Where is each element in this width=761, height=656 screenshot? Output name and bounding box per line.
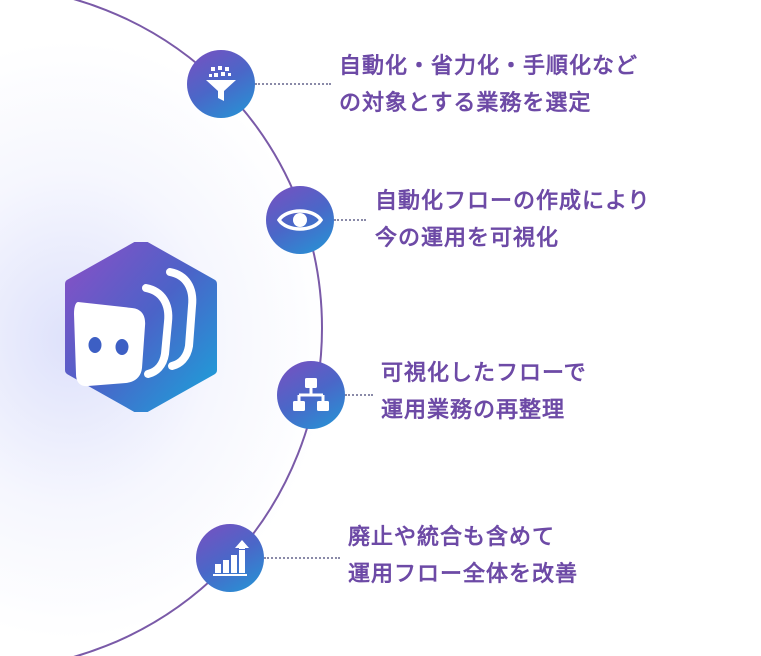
growth-chart-icon xyxy=(196,524,264,592)
step-1-line-1: 自動化・省力化・手順化など xyxy=(339,54,639,79)
funnel-icon xyxy=(187,50,255,118)
step-3-line-1: 可視化したフローで xyxy=(381,361,587,386)
step-1-line-2: の対象とする業務を選定 xyxy=(339,91,592,116)
step-2-line-1: 自動化フローの作成により xyxy=(375,189,651,214)
step-2-text: 自動化フローの作成により 今の運用を可視化 xyxy=(375,183,651,257)
step-4-text: 廃止や統合も含めて 運用フロー全体を改善 xyxy=(348,519,578,593)
connector-line-4 xyxy=(264,557,340,559)
eye-icon xyxy=(266,186,334,254)
step-4-line-1: 廃止や統合も含めて xyxy=(348,525,556,550)
connector-line-3 xyxy=(345,394,373,396)
step-3-line-2: 運用業務の再整理 xyxy=(381,398,566,423)
connector-line-1 xyxy=(255,83,331,85)
step-3-text: 可視化したフローで 運用業務の再整理 xyxy=(381,355,587,429)
flowchart-icon xyxy=(277,361,345,429)
connector-line-2 xyxy=(334,219,366,221)
robot-cube-logo-icon xyxy=(65,242,217,412)
step-4-line-2: 運用フロー全体を改善 xyxy=(348,562,579,587)
step-2-line-2: 今の運用を可視化 xyxy=(375,226,560,251)
step-1-text: 自動化・省力化・手順化など の対象とする業務を選定 xyxy=(339,48,638,122)
